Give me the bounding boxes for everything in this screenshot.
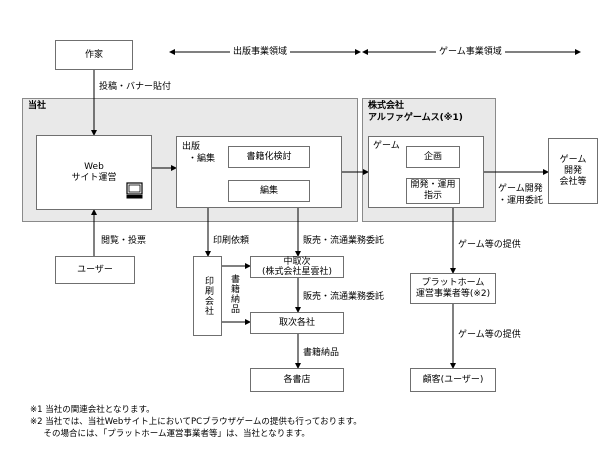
game-dev-company-line1: ゲーム [559, 154, 587, 165]
company-region-title: 当社 [28, 101, 47, 111]
submission-label: 投稿・バナー貼付 [99, 82, 172, 92]
browse-vote-label: 閲覧・投票 [101, 236, 147, 246]
customer-box: 顧客(ユーザー) [410, 368, 496, 392]
alpha-games-title-line2: アルファゲームス(※1) [368, 113, 463, 123]
web-site-label-line2: サイト運営 [71, 172, 117, 183]
distributor-label-line2: (株式会社星雲社) [261, 267, 333, 277]
wholesalers-box: 取次各社 [250, 312, 344, 334]
planning-label: 企画 [423, 151, 442, 162]
book-review-label: 書籍化検討 [246, 151, 292, 162]
footnote-3: その場合には、「プラットホーム運営事業者等」は、当社となります。 [30, 429, 310, 439]
book-delivery-label-2: 書籍納品 [303, 348, 340, 358]
platform-label-line2: 運営事業者等(※2) [415, 288, 491, 299]
sales-outsourcing-label-1: 販売・流通業務委託 [303, 236, 385, 246]
computer-icon [126, 182, 143, 199]
editing-label: 編集 [259, 185, 278, 196]
distributor-label-line1: 中取次 [283, 257, 311, 267]
editing-box: 編集 [228, 180, 310, 202]
user-box: ユーザー [55, 256, 135, 284]
publishing-label-line2: ・編集 [188, 154, 216, 164]
distributor-box: 中取次 (株式会社星雲社) [250, 256, 344, 278]
footnotes: ※1 当社の関連会社となります。 ※2 当社では、当社Webサイト上においてPC… [30, 404, 362, 440]
platform-label-line1: プラットホーム [421, 277, 485, 288]
wholesalers-label: 取次各社 [278, 317, 315, 328]
game-provision-label-2: ゲーム等の提供 [458, 330, 521, 340]
footnote-1: ※1 当社の関連会社となります。 [30, 405, 155, 415]
author-box: 作家 [55, 40, 133, 70]
game-dev-company-box: ゲーム 開発 会社等 [548, 138, 598, 204]
game-dev-outsourcing-label-line2: ・運用委託 [498, 196, 544, 206]
bookstores-box: 各書店 [250, 368, 344, 392]
sales-outsourcing-label-2: 販売・流通業務委託 [303, 292, 385, 302]
game-dev-outsourcing-label-line1: ゲーム開発 [498, 184, 543, 194]
printing-company-box: 印刷会社 [193, 256, 222, 336]
customer-label: 顧客(ユーザー) [422, 374, 484, 385]
game-dev-company-line2: 開発 [563, 165, 582, 176]
dev-ops-box: 開発・運用 指示 [406, 178, 460, 204]
game-provision-label-1: ゲーム等の提供 [458, 240, 521, 250]
footnote-2: ※2 当社では、当社Webサイト上においてPCブラウザゲームの提供も行っておりま… [30, 417, 362, 427]
dev-ops-label-line2: 指示 [423, 191, 442, 201]
game-domain-label: ゲーム事業領域 [436, 47, 505, 58]
bookstores-label: 各書店 [283, 374, 311, 385]
book-delivery-label-1: 書籍納品 [229, 274, 239, 314]
author-label: 作家 [84, 49, 103, 60]
publishing-label-line1: 出版 [182, 142, 201, 152]
publishing-domain-label: 出版事業領域 [230, 47, 291, 58]
game-label: ゲーム [373, 141, 400, 151]
alpha-games-title-line1: 株式会社 [368, 101, 405, 111]
web-site-label-line1: Web [84, 161, 104, 172]
platform-operator-box: プラットホーム 運営事業者等(※2) [410, 273, 496, 304]
book-review-box: 書籍化検討 [228, 146, 310, 168]
planning-box: 企画 [406, 146, 460, 168]
printing-company-label: 印刷会社 [203, 276, 213, 316]
print-request-label: 印刷依頼 [213, 236, 250, 246]
user-label: ユーザー [77, 264, 113, 275]
game-dev-company-line3: 会社等 [559, 176, 587, 187]
dev-ops-label-line1: 開発・運用 [410, 180, 456, 190]
